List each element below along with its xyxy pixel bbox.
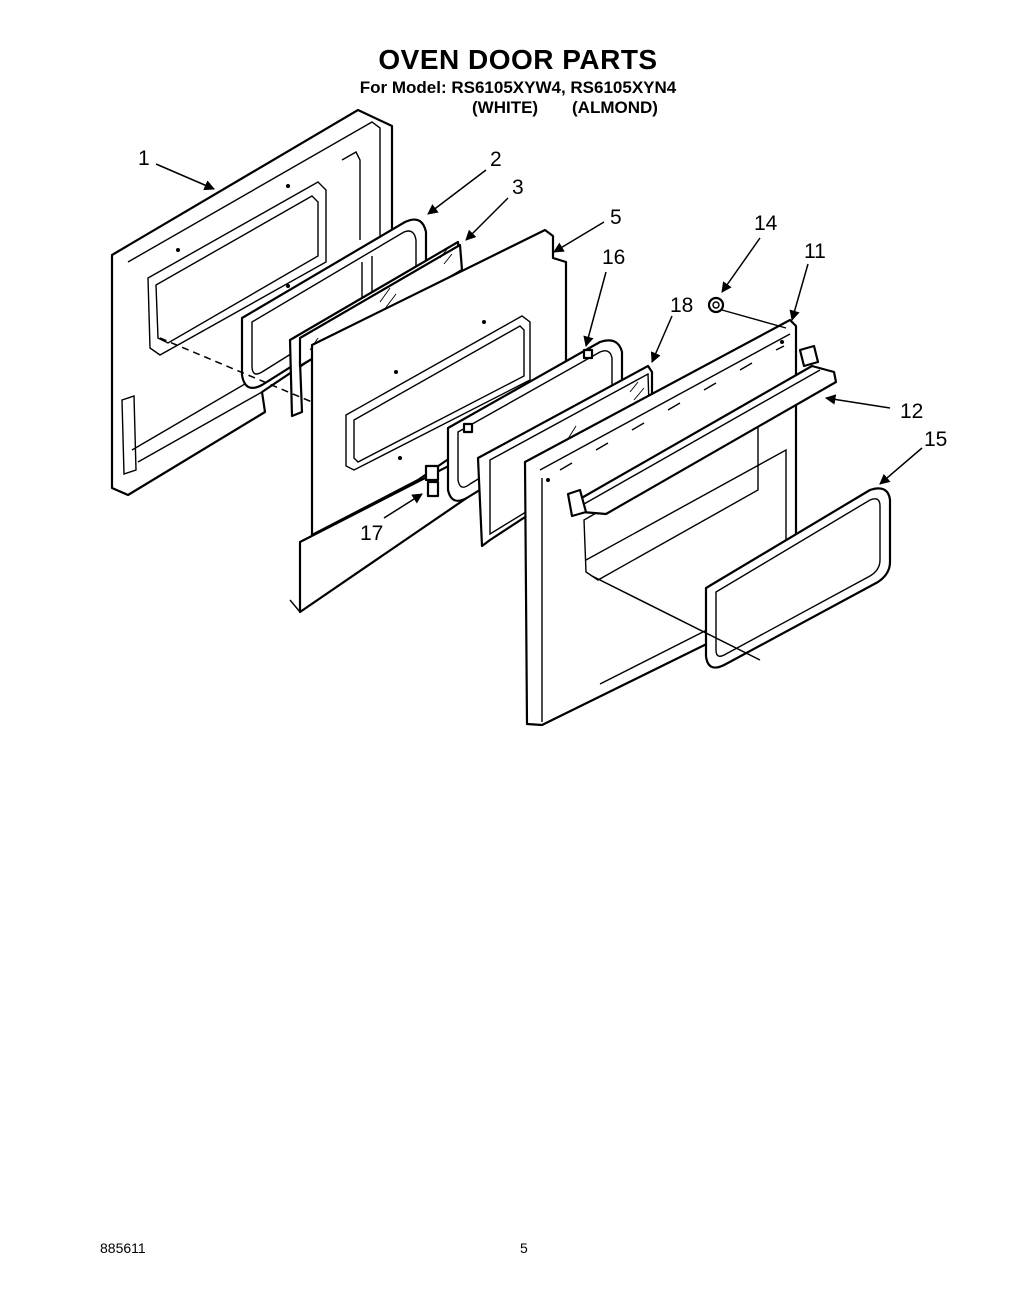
callout-3: 3 bbox=[512, 176, 524, 199]
callout-18: 18 bbox=[670, 294, 693, 317]
part-1-outer-door-panel bbox=[110, 108, 394, 497]
callout-1: 1 bbox=[138, 147, 150, 170]
part-12-door-handle bbox=[566, 344, 838, 518]
document-number: 885611 bbox=[100, 1240, 146, 1256]
leader-lines bbox=[155, 163, 923, 519]
callout-12: 12 bbox=[900, 400, 923, 423]
callout-14: 14 bbox=[754, 212, 778, 235]
callout-16: 16 bbox=[602, 246, 625, 269]
model-line: For Model: RS6105XYW4, RS6105XYN4 bbox=[359, 78, 677, 97]
part-17-clip bbox=[426, 480, 440, 498]
part-15-gasket bbox=[704, 487, 892, 669]
page-title: OVEN DOOR PARTS bbox=[378, 44, 658, 75]
part-14-screw bbox=[707, 296, 787, 329]
variant-white-label: (WHITE) bbox=[472, 98, 539, 117]
callout-11: 11 bbox=[804, 240, 826, 263]
callout-numbers: 1 2 3 5 16 14 11 18 12 15 17 bbox=[138, 147, 947, 545]
callout-15: 15 bbox=[924, 428, 947, 451]
callout-2: 2 bbox=[490, 148, 502, 171]
page-number: 5 bbox=[520, 1240, 528, 1256]
variant-almond-label: (ALMOND) bbox=[572, 98, 658, 117]
alignment-lines bbox=[159, 337, 761, 661]
callout-5: 5 bbox=[610, 206, 622, 229]
callout-17: 17 bbox=[360, 522, 383, 545]
